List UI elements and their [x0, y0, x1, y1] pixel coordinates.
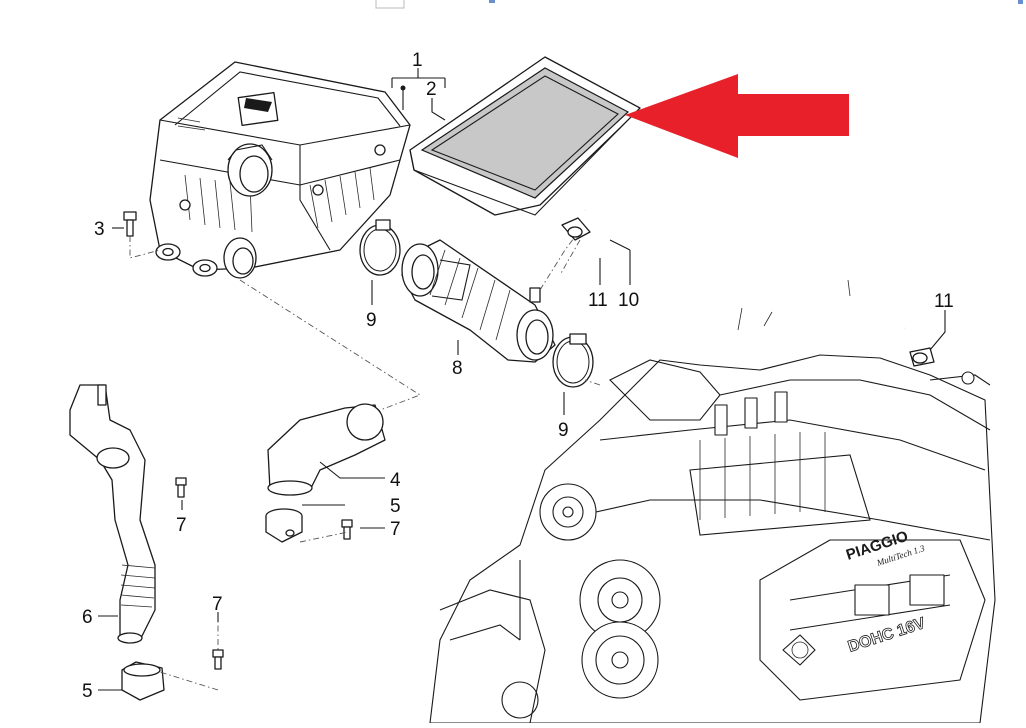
- screw-part-7-a: [175, 477, 187, 498]
- screw-part-3: [123, 211, 161, 259]
- hose-clamp-upper: [359, 219, 401, 276]
- hose-clamp-lower: [552, 333, 594, 388]
- callout-7-bottom: 7: [212, 594, 223, 615]
- callout-9-upper: 9: [366, 310, 377, 331]
- callout-5-lower: 5: [82, 681, 93, 702]
- top-edge-fragment: [375, 0, 405, 9]
- callout-7-right: 7: [390, 519, 401, 540]
- callout-11-left: 11: [588, 290, 608, 311]
- small-clamp-right: [909, 347, 935, 367]
- adapter-part-5-upper: [265, 508, 303, 543]
- top-edge-marker: [489, 0, 495, 3]
- elbow-hose: [267, 403, 386, 496]
- callout-5-upper: 5: [390, 496, 401, 517]
- callout-3: 3: [94, 219, 105, 240]
- callout-6: 6: [82, 607, 93, 628]
- intake-pipe: [69, 384, 156, 644]
- intake-duct: [401, 229, 581, 363]
- callout-9-lower: 9: [558, 420, 569, 441]
- airbox-housing: [149, 61, 411, 279]
- engine-assembly: PIAGGIO MultiTech 1.3 DOHC 16V: [429, 354, 996, 724]
- small-clamp-upper: [561, 217, 591, 241]
- screw-part-7-c: [212, 649, 224, 670]
- callout-1: 1: [412, 50, 423, 71]
- callout-7-left: 7: [176, 515, 187, 536]
- callout-10: 10: [618, 290, 639, 311]
- arrow-left-icon: [625, 74, 849, 158]
- breather-hose: [581, 182, 910, 331]
- screw-part-7-b: [341, 519, 353, 540]
- callout-labels: 1 2 3 9 8 9 11 10 11 4 5 7 7 6 7 5: [82, 50, 954, 702]
- top-edge-marker-right: [1018, 0, 1023, 4]
- callout-2: 2: [426, 79, 437, 100]
- leader-lines: [98, 68, 946, 691]
- adapter-part-5-lower: [121, 661, 165, 701]
- callout-8: 8: [452, 358, 463, 379]
- callout-4: 4: [390, 470, 401, 491]
- callout-11-right: 11: [934, 291, 954, 312]
- air-filter-element: [409, 56, 641, 216]
